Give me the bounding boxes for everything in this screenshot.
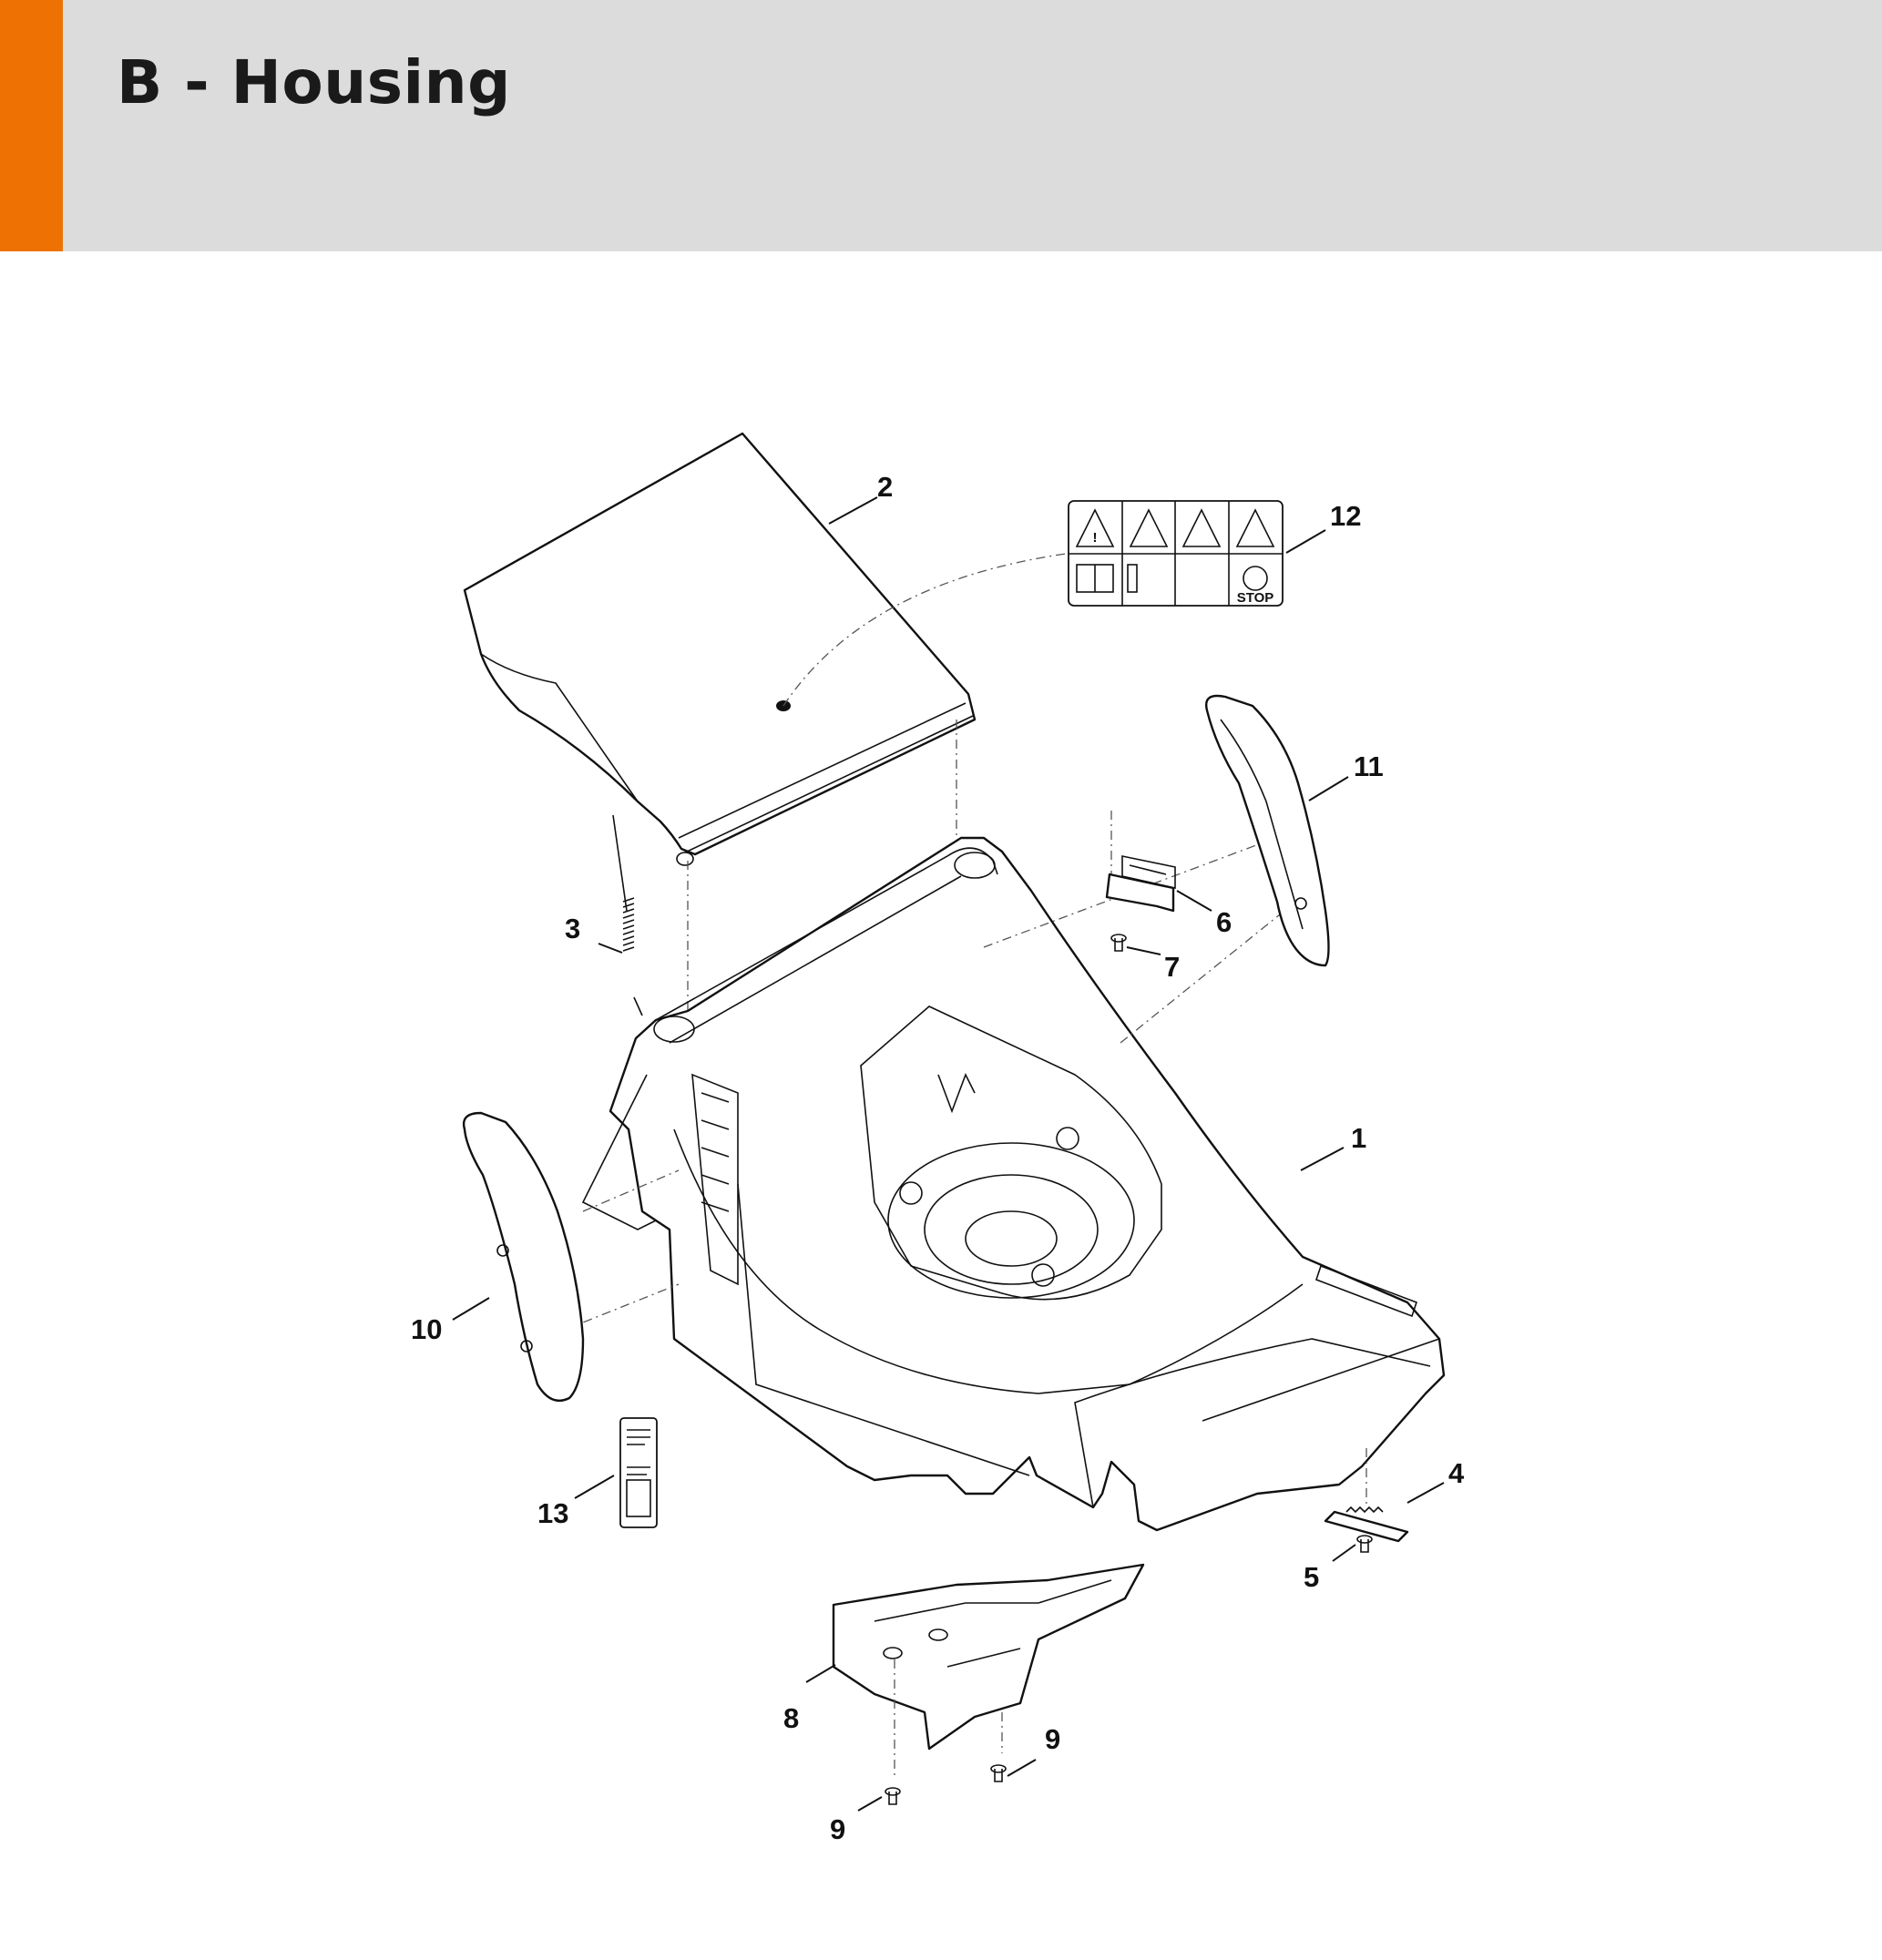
part-13-data-plate xyxy=(619,1417,658,1528)
part-9-screw-b xyxy=(885,1787,901,1805)
leader-lines xyxy=(452,496,1445,1812)
part-6-bracket xyxy=(1105,855,1176,913)
callout-13: 13 xyxy=(537,1497,568,1529)
part-3-spring xyxy=(612,814,689,1016)
callout-6: 6 xyxy=(1216,906,1232,938)
callout-9a: 9 xyxy=(1045,1723,1060,1755)
callout-2: 2 xyxy=(877,471,893,503)
callout-5: 5 xyxy=(1304,1561,1319,1593)
callout-7: 7 xyxy=(1164,951,1180,983)
callout-labels: 1 2 3 4 5 6 7 8 9 9 10 11 12 13 xyxy=(411,471,1465,1845)
part-9-screw-a xyxy=(990,1764,1007,1782)
callout-8: 8 xyxy=(783,1702,799,1734)
part-2-rear-flap xyxy=(463,432,1067,866)
part-12-warning-label: ! STOP xyxy=(1068,500,1284,607)
callout-12: 12 xyxy=(1330,500,1361,532)
callout-1: 1 xyxy=(1351,1122,1366,1154)
page-header: B - Housing xyxy=(0,0,1882,251)
part-11-right-cover xyxy=(1205,694,1330,967)
callout-10: 10 xyxy=(411,1313,442,1345)
callout-9b: 9 xyxy=(830,1813,845,1845)
callout-3: 3 xyxy=(565,913,580,944)
part-8-deflector xyxy=(832,1563,1145,1776)
part-5-screw xyxy=(1356,1535,1373,1553)
part-7-screw xyxy=(1110,934,1127,952)
page-title: B - Housing xyxy=(117,47,511,117)
part-10-left-cover xyxy=(462,1111,585,1403)
part-4-clip xyxy=(1324,1448,1409,1543)
callout-4: 4 xyxy=(1448,1457,1465,1489)
part-1-housing xyxy=(564,811,1446,1532)
svg-text:!: ! xyxy=(1093,530,1098,546)
header-accent-bar xyxy=(0,0,63,251)
stop-text: STOP xyxy=(1237,590,1274,606)
callout-11: 11 xyxy=(1354,750,1384,782)
